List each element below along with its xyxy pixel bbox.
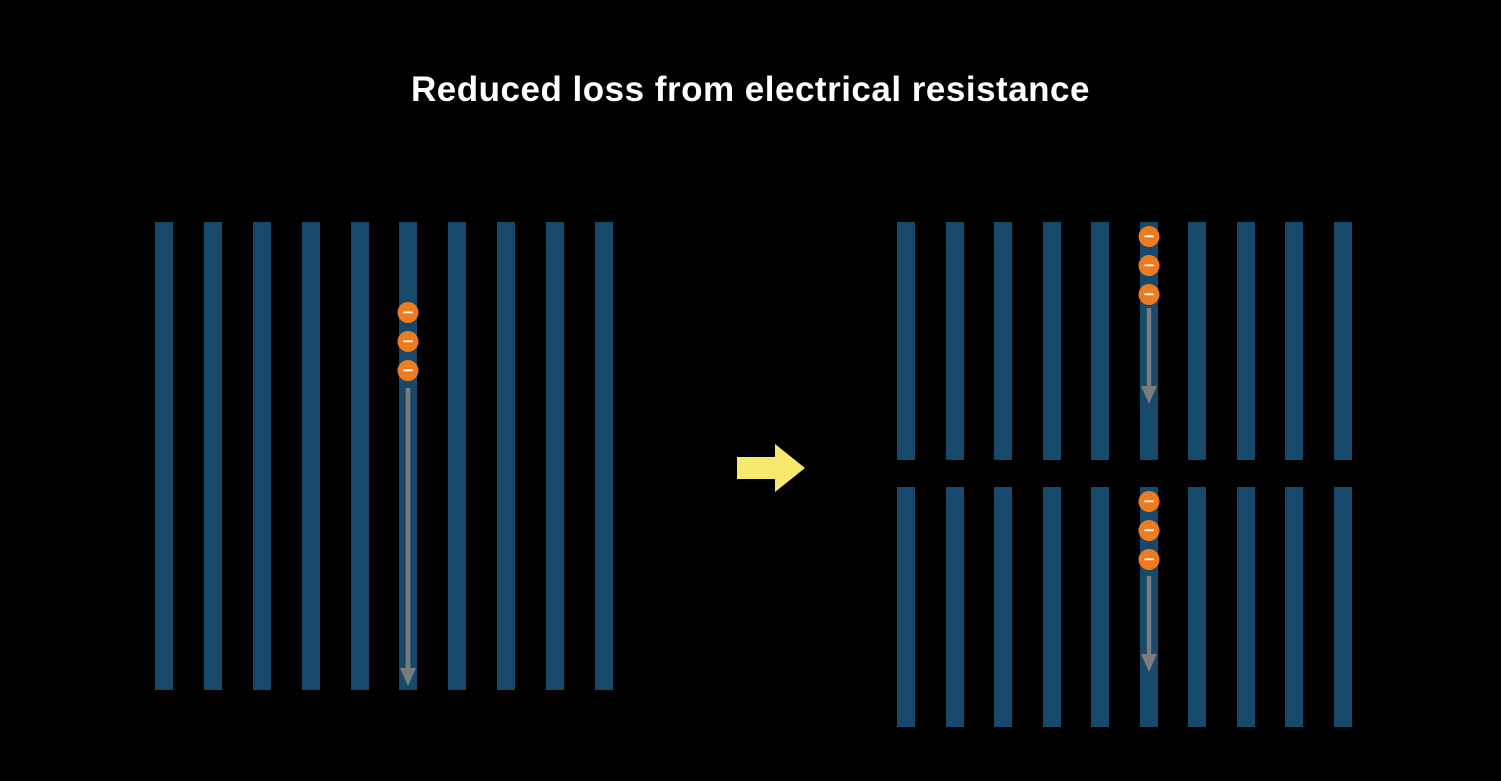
right-arrow-icon [737,444,805,492]
down-arrow-icon [400,388,416,686]
electron-icon: − [397,360,419,381]
cell-bar [1091,222,1110,460]
electron-icon: − [397,331,419,352]
down-arrow-icon [1141,576,1157,672]
cell-bar [897,487,915,727]
cell-bar [945,222,964,460]
cell-bar [155,222,173,690]
electron-group: − − − [1138,491,1160,570]
electron-icon: − [397,302,419,323]
cell-bar [1236,222,1255,460]
cell-bar [1042,222,1061,460]
bar-group [155,222,613,690]
electron-icon: − [1138,255,1160,276]
cell-bar [497,222,516,690]
cell-bar [301,222,320,690]
bar-group [897,222,1352,460]
cell-bar [350,222,369,690]
cell-bar [448,222,467,690]
cell-bar [994,487,1013,727]
cell-bar [252,222,271,690]
electron-icon: − [1138,520,1160,541]
down-arrow-icon [1141,308,1157,404]
half-cell-bottom-panel: − − − [897,487,1352,727]
cell-bar [1042,487,1061,727]
full-cell-panel: − − − [155,222,613,690]
electron-icon: − [1138,226,1160,247]
cell-bar [1091,487,1110,727]
electron-group: − − − [397,302,419,381]
page-title: Reduced loss from electrical resistance [411,70,1090,109]
cell-bar [1285,487,1304,727]
half-cell-top-panel: − − − [897,222,1352,460]
cell-bar [1188,222,1207,460]
cell-bar [1188,487,1207,727]
cell-bar [1285,222,1304,460]
cell-bar [945,487,964,727]
cell-bar [546,222,564,690]
cell-bar [594,222,613,690]
electron-icon: − [1138,549,1160,570]
bar-group [897,487,1352,727]
electron-group: − − − [1138,226,1160,305]
cell-bar [1236,487,1255,727]
electron-icon: − [1138,491,1160,512]
cell-bar [1333,487,1352,727]
electron-icon: − [1138,284,1160,305]
cell-bar [203,222,222,690]
cell-bar [994,222,1013,460]
cell-bar [897,222,915,460]
cell-bar [1333,222,1352,460]
